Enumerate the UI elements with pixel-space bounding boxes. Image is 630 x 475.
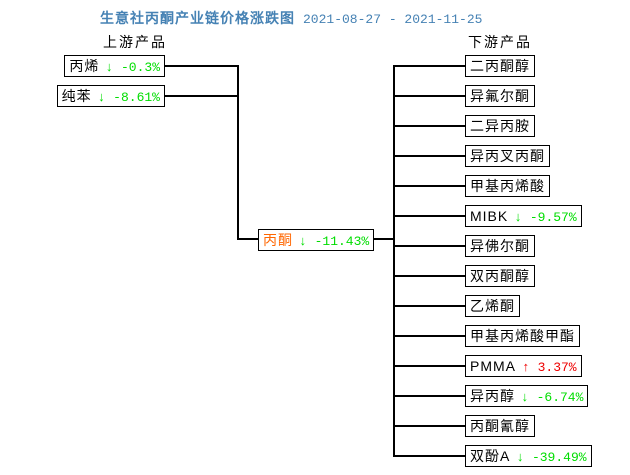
node-label: 异丙醇	[470, 388, 515, 404]
downstream-node: 异氟尔酮	[465, 85, 535, 107]
page-title: 生意社丙酮产业链价格涨跌图 2021-08-27 - 2021-11-25	[100, 8, 482, 28]
downstream-node: 异丙叉丙酮	[465, 145, 550, 167]
upstream-column-label: 上游产品	[103, 34, 167, 50]
downstream-node: 甲基丙烯酸	[465, 175, 550, 197]
branch-line	[393, 455, 467, 457]
branch-line	[393, 215, 467, 217]
downstream-node: 二异丙胺	[465, 115, 535, 137]
upstream-trunk-line	[237, 65, 239, 240]
downstream-node-mibk: MIBK ↓ -9.57%	[465, 205, 582, 227]
upstream-node-propylene: 丙烯 ↓ -0.3%	[64, 55, 165, 77]
node-change: ↓ -8.61%	[97, 90, 160, 105]
downstream-node-bisphenol-a: 双酚A ↓ -39.49%	[465, 445, 592, 467]
node-label: 异丙叉丙酮	[470, 148, 545, 164]
branch-line	[393, 395, 467, 397]
branch-line	[393, 275, 467, 277]
downstream-node: 丙酮氰醇	[465, 415, 535, 437]
branch-line	[393, 95, 467, 97]
node-change: ↓ -39.49%	[516, 450, 587, 465]
chart-date-range: 2021-08-27 - 2021-11-25	[303, 12, 483, 27]
node-label: 二丙酮醇	[470, 58, 530, 74]
branch-line	[393, 245, 467, 247]
branch-line	[393, 365, 467, 367]
connector-line	[364, 238, 395, 240]
branch-line	[393, 185, 467, 187]
node-label: 二异丙胺	[470, 118, 530, 134]
node-label: MIBK	[470, 208, 509, 224]
node-label: 纯苯	[61, 88, 92, 104]
node-change: ↑ 3.37%	[522, 360, 577, 375]
node-change: ↓ -9.57%	[514, 210, 577, 225]
node-change: ↓ -0.3%	[105, 60, 160, 75]
downstream-node-pmma: PMMA ↑ 3.37%	[465, 355, 582, 377]
node-label: 异氟尔酮	[470, 88, 530, 104]
branch-line	[393, 65, 467, 67]
downstream-column-label: 下游产品	[468, 34, 532, 50]
downstream-node: 异佛尔酮	[465, 235, 535, 257]
node-label: 丙酮	[263, 232, 293, 248]
downstream-node: 甲基丙烯酸甲酯	[465, 325, 580, 347]
downstream-node: 双丙酮醇	[465, 265, 535, 287]
branch-line	[393, 125, 467, 127]
downstream-trunk-line	[393, 65, 395, 457]
branch-line	[393, 155, 467, 157]
branch-line	[393, 425, 467, 427]
node-label: 丙烯	[69, 58, 100, 74]
downstream-node: 二丙酮醇	[465, 55, 535, 77]
chart-title-text: 生意社丙酮产业链价格涨跌图	[100, 10, 295, 26]
connector-line	[163, 65, 239, 67]
node-label: 双丙酮醇	[470, 268, 530, 284]
node-label: 异佛尔酮	[470, 238, 530, 254]
node-label: 甲基丙烯酸	[470, 178, 545, 194]
branch-line	[393, 335, 467, 337]
node-label: 双酚A	[470, 448, 511, 464]
connector-line	[163, 95, 239, 97]
node-label: 丙酮氰醇	[470, 418, 530, 434]
upstream-node-benzene: 纯苯 ↓ -8.61%	[56, 85, 165, 107]
node-change: ↓ -11.43%	[299, 234, 370, 249]
node-change: ↓ -6.74%	[521, 390, 584, 405]
downstream-node: 乙烯酮	[465, 295, 520, 317]
connector-line	[237, 238, 265, 240]
center-node-acetone: 丙酮 ↓ -11.43%	[258, 229, 375, 251]
node-label: PMMA	[470, 358, 516, 374]
node-label: 乙烯酮	[470, 298, 515, 314]
downstream-node-isopropanol: 异丙醇 ↓ -6.74%	[465, 385, 589, 407]
branch-line	[393, 305, 467, 307]
node-label: 甲基丙烯酸甲酯	[470, 328, 575, 344]
